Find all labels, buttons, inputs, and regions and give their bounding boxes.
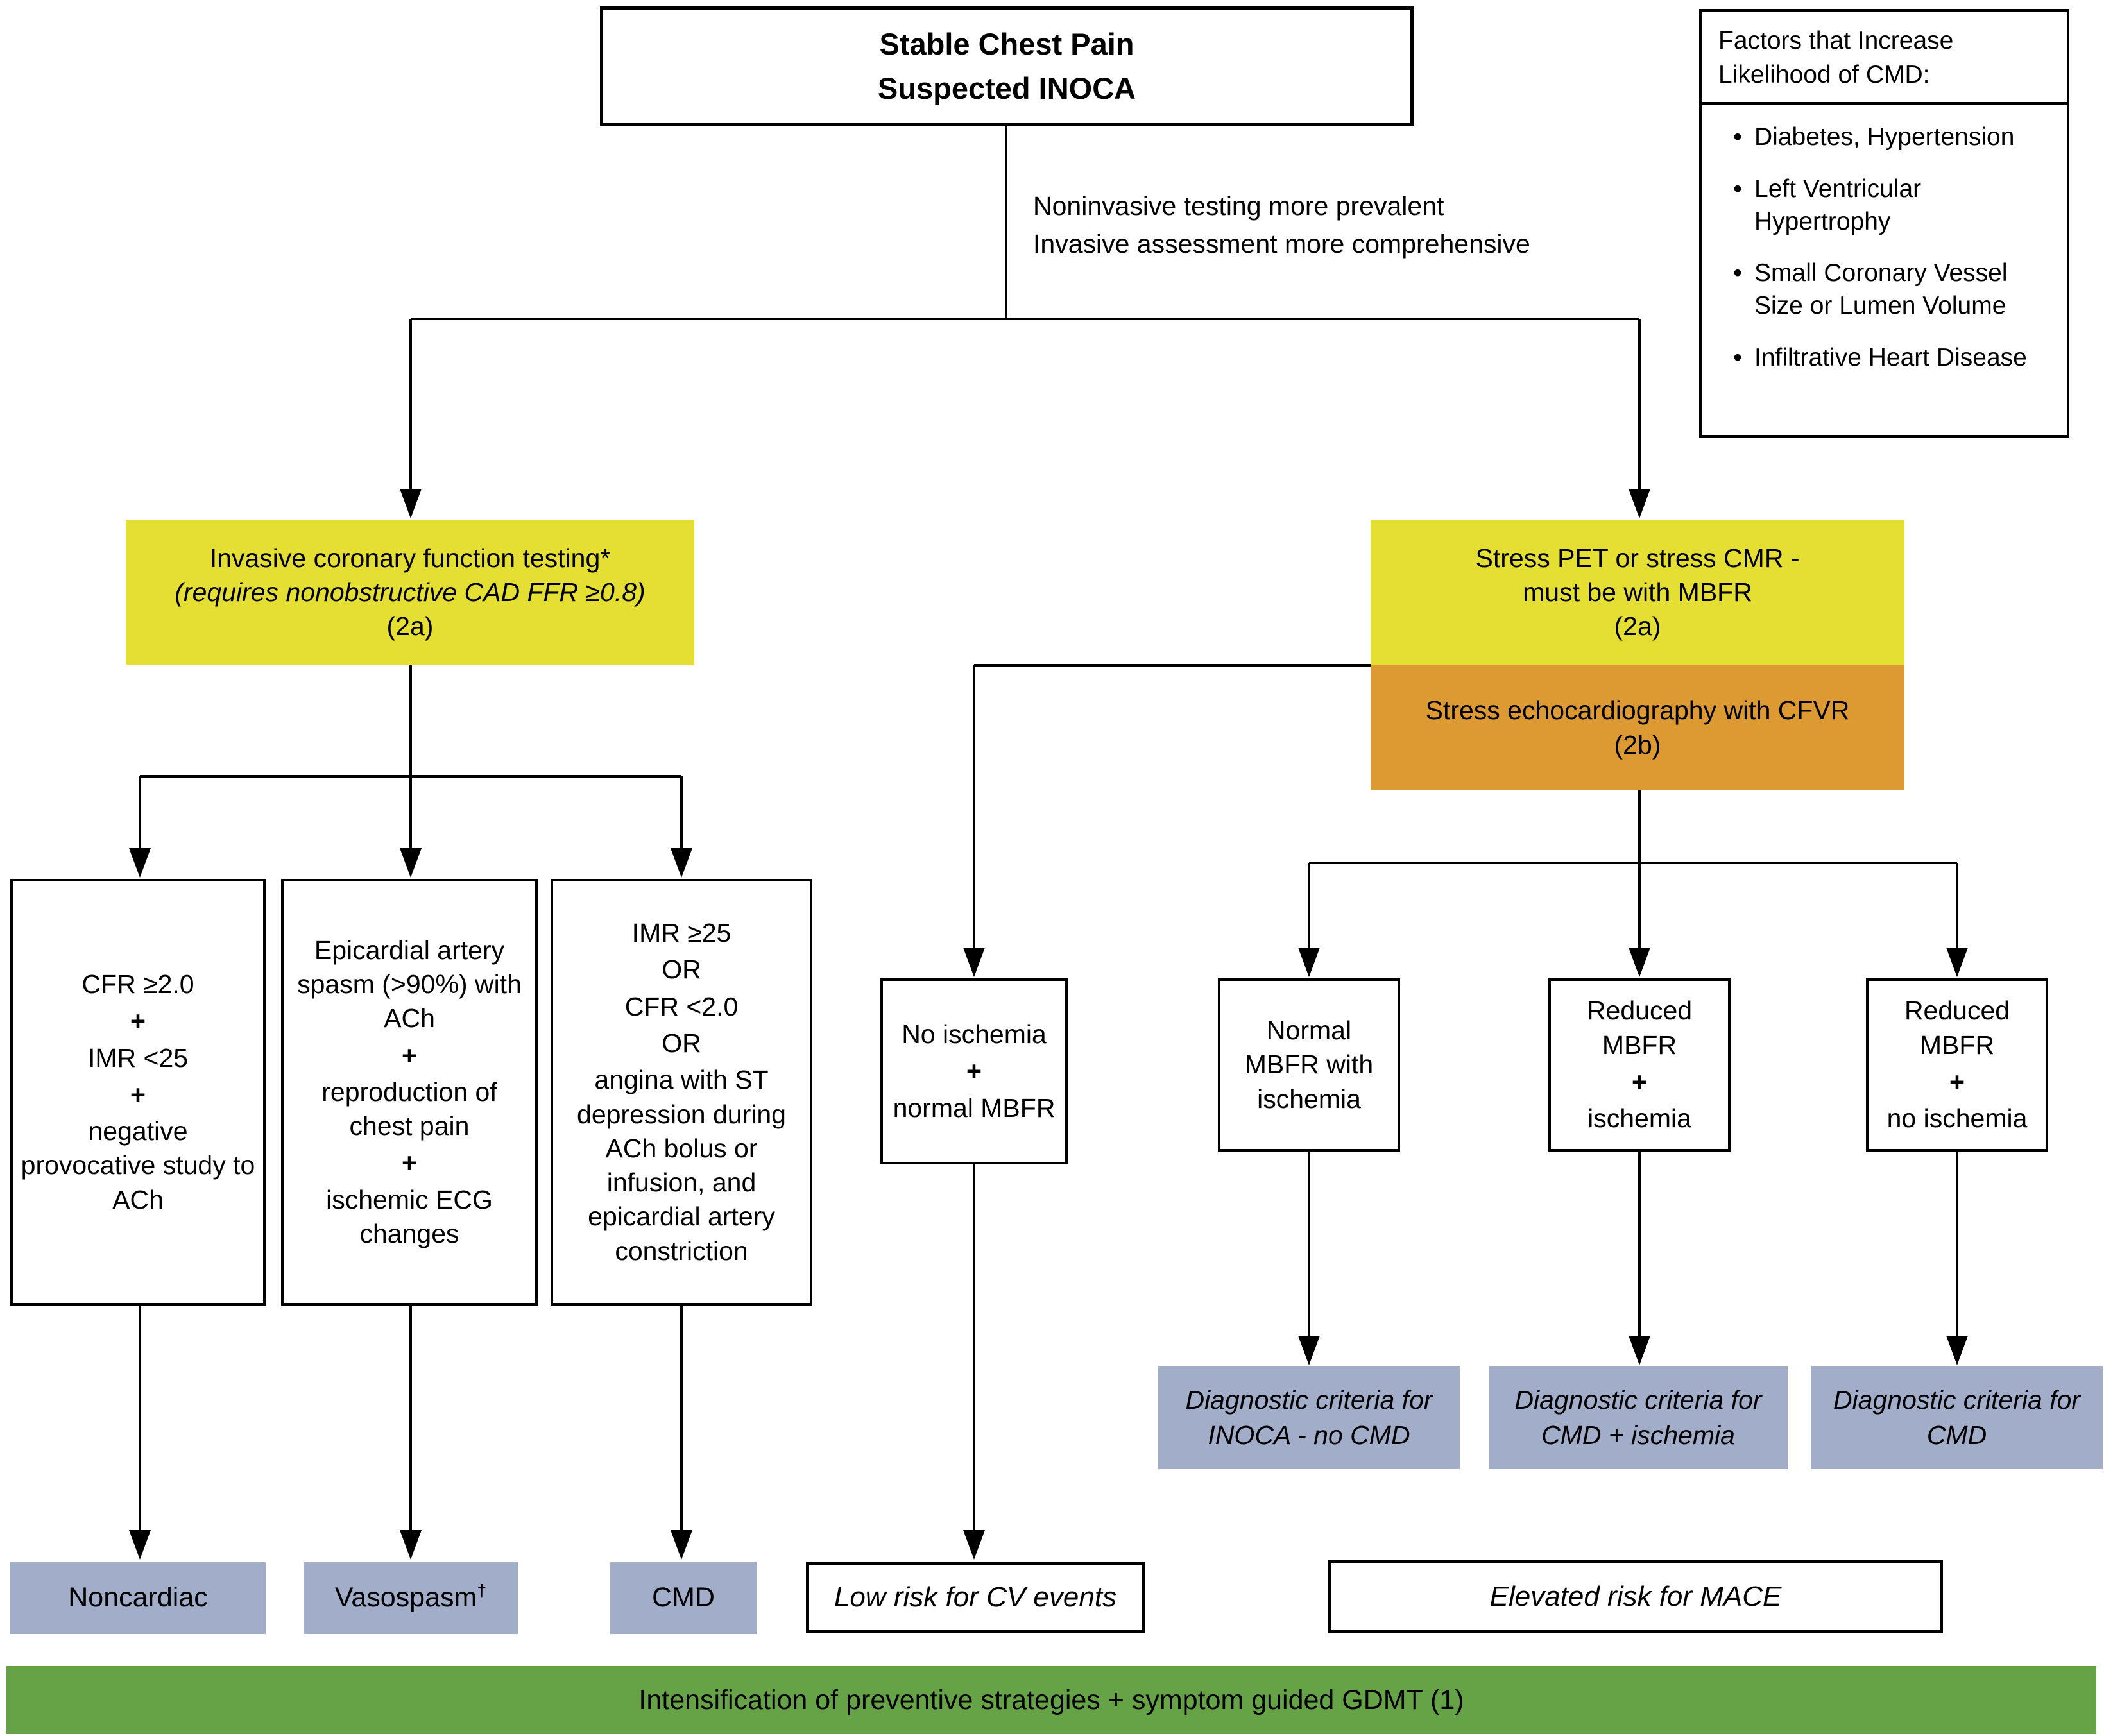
- start-box: Stable Chest Pain Suspected INOCA: [600, 6, 1414, 126]
- risk-label: Low risk for CV events: [834, 1581, 1117, 1613]
- invasive-testing-line1: Invasive coronary function testing*: [209, 543, 611, 573]
- outcome-label: Vasospasm†: [335, 1580, 486, 1616]
- outcome-label: CMD: [652, 1582, 715, 1613]
- criteria-line: ischemia: [1587, 1103, 1691, 1134]
- dagger-footnote-mark: †: [477, 1581, 487, 1601]
- criteria-noncardiac-box: CFR ≥2.0 + IMR <25 + negative provocativ…: [10, 879, 266, 1306]
- bullet-icon: [1721, 342, 1754, 375]
- bullet-icon: [1721, 257, 1754, 290]
- criteria-line: No ischemia: [902, 1019, 1047, 1050]
- outcome-vasospasm-box: Vasospasm†: [304, 1562, 518, 1634]
- or-separator: OR: [662, 955, 701, 985]
- diagnostic-label: Diagnostic criteria for CMD + ischemia: [1514, 1384, 1762, 1450]
- annotation-line2: Invasive assessment more comprehensive: [1033, 229, 1530, 259]
- cmd-factors-box: Factors that Increase Likelihood of CMD:…: [1699, 9, 2069, 438]
- plus-separator: +: [1632, 1067, 1647, 1096]
- outcome-cmd-box: CMD: [610, 1562, 757, 1634]
- bullet-icon: [1721, 121, 1754, 154]
- risk-label: Elevated risk for MACE: [1489, 1580, 1782, 1612]
- stress-pet-line2: must be with MBFR: [1523, 577, 1752, 607]
- gdmt-footer-text: Intensification of preventive strategies…: [638, 1684, 1464, 1715]
- arrowhead-group: [129, 489, 1968, 1560]
- stress-pet-line1: Stress PET or stress CMR -: [1475, 543, 1800, 573]
- or-separator: OR: [662, 1028, 701, 1058]
- diagnostic-cmd-box: Diagnostic criteria for CMD: [1811, 1366, 2103, 1469]
- cmd-factors-title: Factors that Increase Likelihood of CMD:: [1702, 12, 2067, 105]
- list-item: Small Coronary Vessel Size or Lumen Volu…: [1721, 257, 2054, 322]
- factor-text: Diabetes, Hypertension: [1754, 123, 2015, 151]
- criteria-line: CFR ≥2.0: [81, 969, 194, 999]
- list-item: Diabetes, Hypertension: [1721, 121, 2054, 154]
- plus-separator: +: [966, 1056, 982, 1086]
- diagnostic-label: Diagnostic criteria for INOCA - no CMD: [1185, 1384, 1433, 1450]
- cmd-factors-list: Diabetes, Hypertension Left Ventricular …: [1702, 105, 2067, 380]
- stress-pet-cmr-box: Stress PET or stress CMR - must be with …: [1371, 520, 1904, 665]
- branch-annotation: Noninvasive testing more prevalent Invas…: [1033, 187, 1675, 264]
- criteria-line: no ischemia: [1886, 1103, 2028, 1134]
- low-risk-box: Low risk for CV events: [806, 1562, 1145, 1633]
- criteria-line: CFR <2.0: [624, 991, 739, 1021]
- stress-echo-line1: Stress echocardiography with CFVR: [1425, 695, 1850, 726]
- diagnostic-cmd-ischemia-box: Diagnostic criteria for CMD + ischemia: [1489, 1366, 1788, 1469]
- normal-mbfr-ischemia-box: Normal MBFR with ischemia: [1218, 978, 1400, 1152]
- criteria-line: ischemic ECG changes: [326, 1184, 493, 1249]
- reduced-mbfr-ischemia-box: Reduced MBFR + ischemia: [1548, 978, 1731, 1152]
- invasive-testing-box: Invasive coronary function testing* (req…: [126, 520, 694, 665]
- factor-text: Left Ventricular Hypertrophy: [1754, 174, 1922, 235]
- start-box-line1: Stable Chest Pain: [879, 27, 1134, 62]
- stress-echo-box: Stress echocardiography with CFVR (2b): [1371, 665, 1904, 790]
- stress-pet-class: (2a): [1614, 611, 1661, 642]
- vasospasm-text: Vasospasm: [334, 1582, 477, 1613]
- list-item: Infiltrative Heart Disease: [1721, 342, 2054, 375]
- plus-separator: +: [1949, 1067, 1965, 1096]
- criteria-line: Normal MBFR with ischemia: [1244, 1016, 1374, 1114]
- criteria-line: angina with ST depression during ACh bol…: [577, 1065, 786, 1266]
- diagnostic-label: Diagnostic criteria for CMD: [1833, 1384, 2081, 1450]
- invasive-testing-class: (2a): [386, 611, 434, 642]
- stress-echo-class: (2b): [1614, 729, 1661, 760]
- criteria-vasospasm-box: Epicardial artery spasm (>90%) with ACh …: [281, 879, 538, 1306]
- annotation-line1: Noninvasive testing more prevalent: [1033, 191, 1444, 221]
- criteria-cmd-box: IMR ≥25 OR CFR <2.0 OR angina with ST de…: [551, 879, 812, 1306]
- gdmt-footer-bar: Intensification of preventive strategies…: [6, 1666, 2096, 1734]
- diagnostic-inoca-no-cmd-box: Diagnostic criteria for INOCA - no CMD: [1158, 1366, 1460, 1469]
- reduced-mbfr-no-ischemia-box: Reduced MBFR + no ischemia: [1866, 978, 2048, 1152]
- factor-text: Small Coronary Vessel Size or Lumen Volu…: [1754, 259, 2008, 320]
- criteria-line: Reduced MBFR: [1586, 996, 1693, 1060]
- outcome-noncardiac-box: Noncardiac: [10, 1562, 266, 1634]
- plus-separator: +: [402, 1148, 417, 1178]
- elevated-risk-box: Elevated risk for MACE: [1328, 1560, 1943, 1633]
- criteria-line: negative provocative study to ACh: [21, 1116, 255, 1214]
- criteria-line: reproduction of chest pain: [321, 1076, 497, 1141]
- invasive-testing-line2: (requires nonobstructive CAD FFR ≥0.8): [175, 577, 646, 607]
- plus-separator: +: [130, 1079, 146, 1109]
- no-ischemia-normal-mbfr-box: No ischemia + normal MBFR: [880, 978, 1068, 1164]
- criteria-line: IMR <25: [87, 1042, 189, 1073]
- criteria-line: Epicardial artery spasm (>90%) with ACh: [297, 935, 522, 1034]
- plus-separator: +: [402, 1040, 417, 1070]
- outcome-label: Noncardiac: [68, 1582, 208, 1613]
- criteria-line: Reduced MBFR: [1904, 996, 2010, 1060]
- bullet-icon: [1721, 173, 1754, 206]
- start-box-line2: Suspected INOCA: [877, 71, 1136, 105]
- criteria-line: normal MBFR: [893, 1093, 1056, 1123]
- criteria-line: IMR ≥25: [631, 918, 731, 948]
- plus-separator: +: [130, 1006, 146, 1036]
- list-item: Left Ventricular Hypertrophy: [1721, 173, 2054, 238]
- factor-text: Infiltrative Heart Disease: [1754, 343, 2027, 371]
